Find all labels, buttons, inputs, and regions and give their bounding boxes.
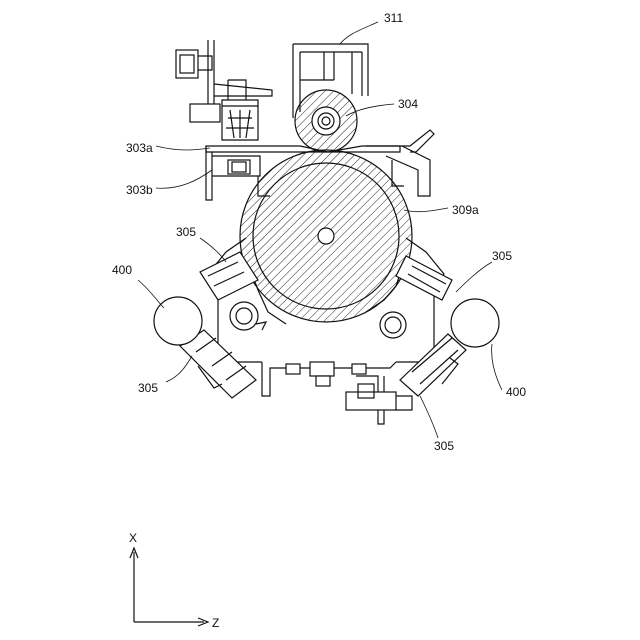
- label-303b: 303b: [126, 183, 153, 197]
- label-305-lower-left: 305: [138, 381, 158, 395]
- label-400-left: 400: [112, 263, 132, 277]
- axis-indicator: [130, 548, 208, 626]
- axis-x-label: X: [129, 531, 137, 545]
- label-303a: 303a: [126, 141, 153, 155]
- arm-305-lower-right: [400, 334, 466, 396]
- right-pin: [380, 312, 406, 338]
- label-309a: 309a: [452, 203, 479, 217]
- upper-left-mechanism: [176, 40, 272, 140]
- bottom-bracket: [346, 376, 412, 424]
- drum-309a: [240, 150, 412, 322]
- ball-400-right: [451, 299, 499, 347]
- label-305-upper-right: 305: [492, 249, 512, 263]
- label-311: 311: [384, 11, 403, 25]
- axis-z-label: Z: [212, 616, 219, 630]
- left-pin: [230, 302, 266, 330]
- label-304: 304: [398, 97, 418, 111]
- ball-400-left: [154, 297, 202, 345]
- label-400-right: 400: [506, 385, 526, 399]
- label-305-lower-right: 305: [434, 439, 454, 453]
- arm-305-upper-right: [396, 256, 452, 300]
- roller-304: [295, 90, 357, 152]
- label-305-upper-left: 305: [176, 225, 196, 239]
